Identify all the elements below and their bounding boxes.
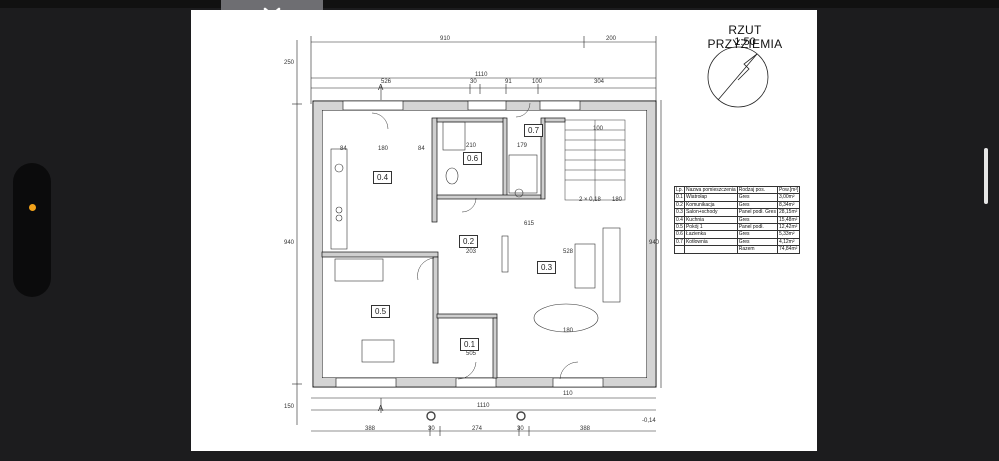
table-cell: 28,15m² bbox=[776, 208, 801, 217]
dim-bottom-1110: 1110 bbox=[477, 403, 490, 409]
dim-interior-179: 179 bbox=[517, 143, 528, 149]
table-cell: 15,48m² bbox=[776, 215, 801, 225]
table-cell: Gres bbox=[736, 193, 778, 202]
table-header: Rodzaj pos. bbox=[736, 185, 778, 195]
section-marker-bottom: A bbox=[378, 404, 384, 413]
table-cell: Salon+schody bbox=[683, 208, 738, 217]
dim-top-91: 91 bbox=[505, 79, 512, 85]
table-cell: Gres bbox=[736, 237, 778, 247]
table-cell: Kotłownia bbox=[683, 237, 738, 247]
dim-interior-180: 180 bbox=[378, 146, 389, 152]
side-panel-handle[interactable] bbox=[13, 163, 51, 297]
dim-interior-388-a: 528 bbox=[563, 249, 574, 255]
section-marker-top: A bbox=[378, 83, 384, 92]
table-cell: 3,00m² bbox=[776, 193, 801, 202]
dim-bottom-274: 274 bbox=[472, 426, 483, 432]
dim-interior-203-a: 203 bbox=[466, 249, 477, 255]
dim-interior-84-b: 84 bbox=[418, 146, 425, 152]
dim-left-940: 940 bbox=[284, 240, 295, 246]
table-cell: Komunikacja bbox=[683, 200, 738, 210]
stair-label: 2 × 0,18 bbox=[579, 197, 601, 203]
dim-right-940: 940 bbox=[649, 240, 660, 246]
room-label-0-3: 0.3 bbox=[537, 261, 557, 274]
table-header-row: Lp. Nazwa pomieszczenia Rodzaj pos. Pow.… bbox=[674, 185, 801, 195]
table-header: Nazwa pomieszczenia bbox=[683, 185, 738, 195]
dim-interior-203-b: 505 bbox=[466, 351, 477, 357]
table-cell: Pokój 1 bbox=[683, 223, 738, 232]
room-label-0-5: 0.5 bbox=[371, 305, 391, 318]
room-label-0-4: 0.4 bbox=[373, 171, 393, 184]
table-cell: Wiatrołap bbox=[683, 193, 738, 202]
table-cell: 0.5 bbox=[674, 223, 685, 232]
recording-indicator-dot bbox=[29, 204, 36, 211]
dim-top-30: 30 bbox=[470, 79, 477, 85]
table-cell: 0.2 bbox=[674, 200, 685, 210]
table-cell bbox=[683, 245, 738, 254]
table-cell: 74,84m² bbox=[776, 245, 801, 254]
dim-bottom-388-b: 388 bbox=[580, 426, 591, 432]
dim-left-150: 150 bbox=[284, 404, 295, 410]
table-cell: Panel podł. Gres bbox=[736, 208, 778, 217]
dim-top-526: 526 bbox=[381, 79, 392, 85]
scroll-indicator[interactable] bbox=[984, 148, 988, 204]
table-cell: 0.7 bbox=[674, 237, 685, 247]
stair-width: 180 bbox=[612, 197, 623, 203]
dim-left-250: 250 bbox=[284, 60, 295, 66]
dim-interior-388-b: 180 bbox=[563, 328, 574, 334]
dim-bottom-388-a: 388 bbox=[365, 426, 376, 432]
table-cell: Panel podł. bbox=[736, 223, 778, 232]
table-cell: 5,33m² bbox=[776, 230, 801, 239]
table-cell: Łazienka bbox=[683, 230, 738, 239]
dim-bottom-30-b: 30 bbox=[517, 426, 524, 432]
table-cell: Gres bbox=[736, 200, 778, 210]
dim-top-910: 910 bbox=[440, 36, 451, 42]
drawing-title: RZUT PRZYZIEMIA bbox=[707, 23, 783, 51]
dim-top-200: 200 bbox=[606, 36, 617, 42]
room-label-0-2: 0.2 bbox=[459, 235, 479, 248]
dim-bottom-level: -0,14 bbox=[642, 418, 656, 424]
table-cell: Razem bbox=[736, 245, 778, 254]
table-cell: 8,34m² bbox=[776, 200, 801, 210]
table-cell: Gres bbox=[736, 230, 778, 239]
dim-top-100: 100 bbox=[532, 79, 543, 85]
dim-top-1110: 1110 bbox=[475, 72, 488, 78]
table-cell: 0.6 bbox=[674, 230, 685, 239]
table-cell: 4,12m² bbox=[776, 237, 801, 247]
room-schedule-table: Lp. Nazwa pomieszczenia Rodzaj pos. Pow.… bbox=[674, 185, 801, 254]
table-header: Pow.[m²] bbox=[776, 185, 801, 195]
dim-bottom-30-a: 30 bbox=[428, 426, 435, 432]
dim-interior-210: 210 bbox=[466, 143, 477, 149]
table-cell: 0.3 bbox=[674, 208, 685, 217]
table-header: Lp. bbox=[674, 185, 685, 195]
dim-interior-505: 110 bbox=[563, 391, 573, 397]
dim-interior-stair-180: 100 bbox=[593, 126, 604, 132]
dim-top-304: 304 bbox=[594, 79, 605, 85]
table-cell: Gres bbox=[736, 215, 778, 225]
room-label-0-6: 0.6 bbox=[463, 152, 483, 165]
table-cell: 12,42m² bbox=[776, 223, 801, 232]
table-cell: Kuchnia bbox=[683, 215, 738, 225]
drawing-scale: 1:50 bbox=[734, 36, 756, 48]
dim-interior-615: 615 bbox=[524, 221, 535, 227]
table-cell: 0.4 bbox=[674, 215, 685, 225]
room-label-0-1: 0.1 bbox=[460, 338, 480, 351]
room-label-0-7: 0.7 bbox=[524, 124, 544, 137]
dim-interior-84-a: 84 bbox=[340, 146, 347, 152]
table-cell: 0.1 bbox=[674, 193, 685, 202]
table-cell bbox=[674, 245, 685, 254]
top-bar bbox=[0, 0, 999, 8]
